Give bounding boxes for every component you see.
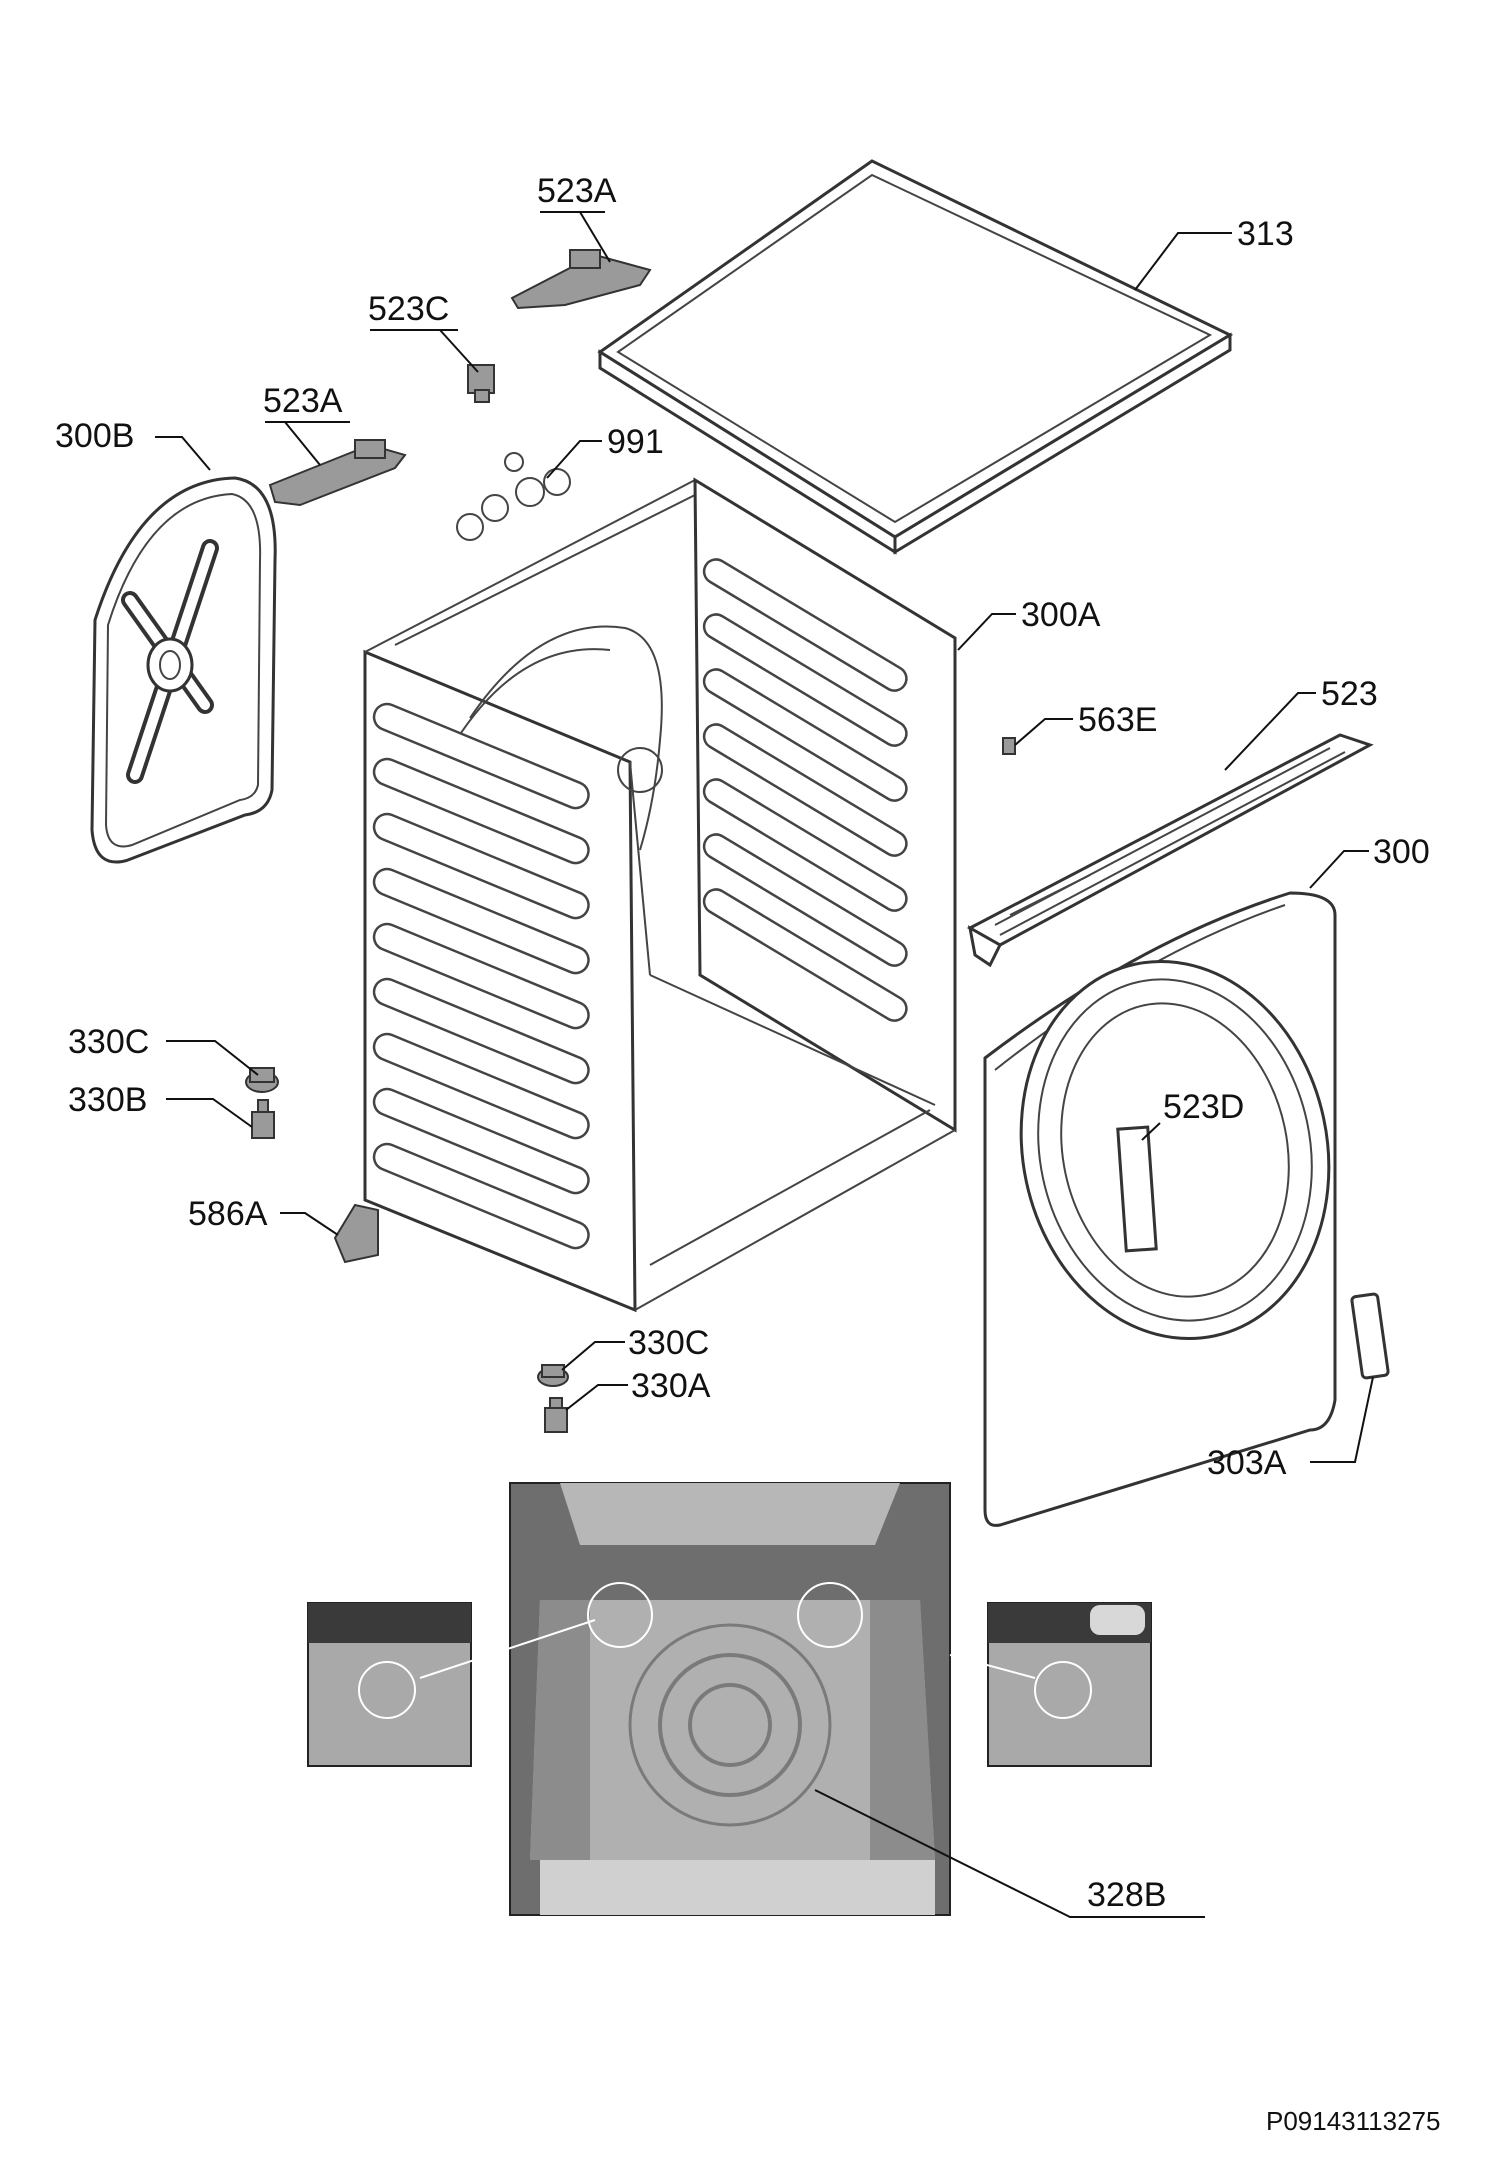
label-303a: 303A [1207, 1444, 1287, 1482]
bracket-523a-mid-part [268, 439, 407, 507]
label-586a: 586A [188, 1195, 268, 1233]
label-330c-bottom: 330C [628, 1324, 709, 1362]
label-523: 523 [1321, 675, 1378, 713]
rear-panel-300b-part [90, 476, 277, 864]
label-300a: 300A [1021, 596, 1101, 634]
label-523c: 523C [368, 290, 449, 328]
label-330b: 330B [68, 1081, 147, 1119]
photo-callout-lines [419, 1619, 1036, 1679]
bracket-523a-top-part [510, 249, 652, 310]
grommets-991-part [456, 452, 571, 541]
label-523a-mid: 523A [263, 382, 343, 420]
label-523d: 523D [1163, 1088, 1244, 1126]
label-300b: 300B [55, 417, 134, 455]
base-photo-328b [509, 1482, 951, 1916]
foot-330c-bottom-part [537, 1364, 569, 1387]
right-side-ribs [702, 558, 908, 1022]
left-detail-photo [307, 1602, 472, 1767]
top-panel-part [597, 159, 1234, 555]
label-523a-top: 523A [537, 172, 617, 210]
front-panel-300-part [983, 891, 1390, 1527]
leader-lines [155, 211, 1374, 1918]
foot-330a-part [544, 1397, 568, 1433]
label-330a: 330A [631, 1367, 711, 1405]
label-313: 313 [1237, 215, 1294, 253]
label-328b: 328B [1087, 1876, 1166, 1914]
cabinet-300a-part [363, 477, 957, 1313]
left-side-ribs [372, 702, 590, 1250]
screw-563e-part [1002, 737, 1016, 755]
label-330c-left: 330C [68, 1023, 149, 1061]
label-300: 300 [1373, 833, 1430, 871]
label-991: 991 [607, 423, 664, 461]
part-labels: 313 523A 523C 523A 300B 991 300A 563E 52… [55, 172, 1430, 1914]
hinge-586a-part [333, 1203, 379, 1264]
foot-330b-part [251, 1099, 275, 1139]
hinge-523c-part [467, 364, 495, 403]
label-563e: 563E [1078, 701, 1157, 739]
document-code: P09143113275 [1266, 2106, 1440, 2136]
foot-330c-left-part [245, 1067, 279, 1093]
rail-523-part [966, 733, 1374, 968]
cover-303a-part [1350, 1292, 1390, 1380]
door-latch-523d-part [1116, 1125, 1158, 1253]
right-detail-photo [987, 1602, 1152, 1767]
